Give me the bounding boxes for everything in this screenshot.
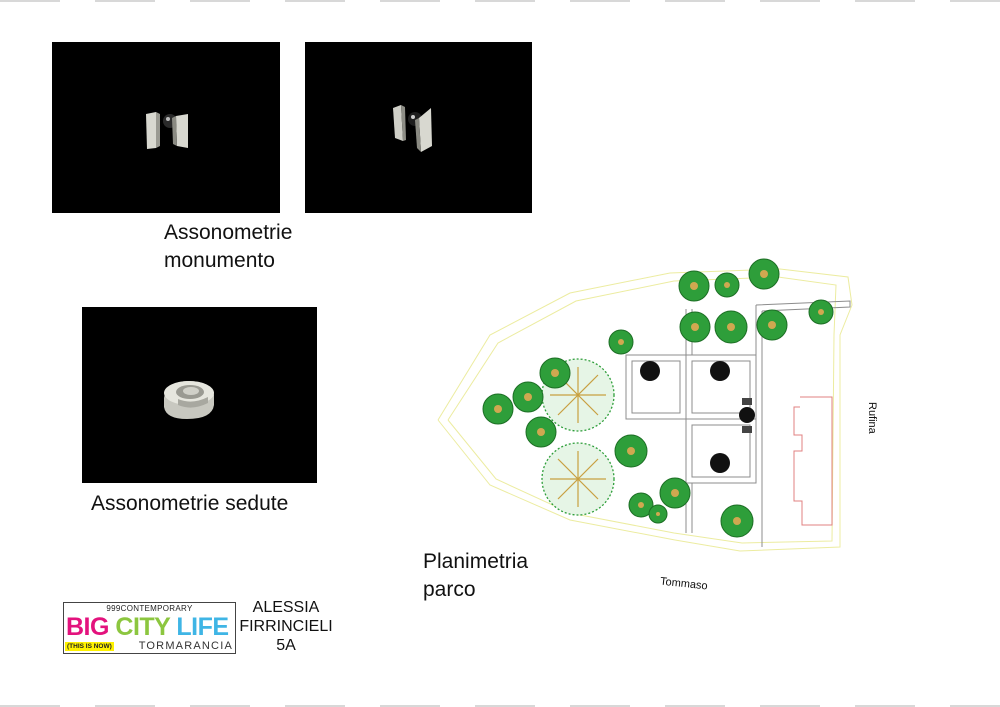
author-first-name: ALESSIA <box>252 599 320 616</box>
logo-district: TORMARANCIA <box>138 640 233 652</box>
author-block: ALESSIA FIRRINCIELI 5A <box>236 598 336 655</box>
monument-render-1 <box>52 42 280 213</box>
big-city-life-logo: 999CONTEMPORARY BIG CITY LIFE (THIS IS N… <box>63 602 236 654</box>
seat-render <box>82 307 317 483</box>
seats-caption: Assonometrie sedute <box>91 492 289 515</box>
logo-tagline: (THIS IS NOW) <box>65 642 114 651</box>
monument-render-2 <box>305 42 532 213</box>
author-class: 5A <box>276 637 296 654</box>
author-last-name: FIRRINCIELI <box>239 618 333 635</box>
bottom-border <box>0 705 1000 707</box>
logo-top-text: 999CONTEMPORARY <box>106 604 193 613</box>
street-label-east: Rufina <box>866 402 878 434</box>
park-plan <box>420 255 860 580</box>
top-border <box>0 0 1000 2</box>
plan-caption: Planimetria parco <box>423 550 529 601</box>
monument-caption: Assonometrie monumento <box>164 221 293 272</box>
logo-title: BIG CITY LIFE <box>66 613 229 641</box>
